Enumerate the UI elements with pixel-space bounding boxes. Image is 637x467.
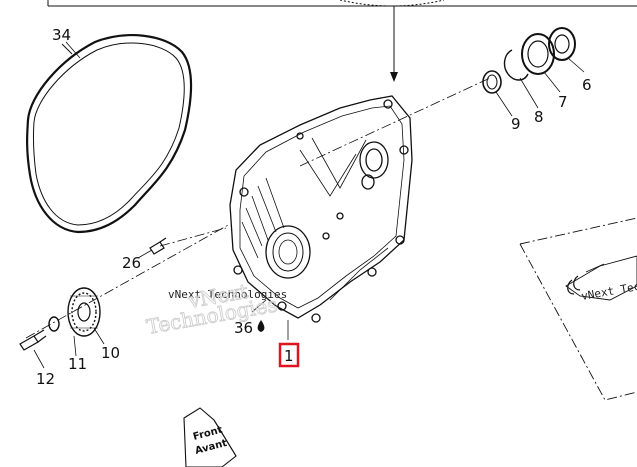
- callout-8: 8: [534, 108, 544, 126]
- seal-part-6: [548, 27, 576, 61]
- bolt-part-26: [149, 237, 167, 255]
- gear-part-10: [67, 287, 101, 337]
- callout-12: 12: [36, 370, 55, 388]
- bolt-part-12: [19, 329, 47, 351]
- callout-11: 11: [68, 355, 87, 373]
- detail-view-right: [519, 217, 637, 401]
- sealant-drop-part-36: [257, 320, 265, 332]
- callout-1: 1: [284, 347, 294, 365]
- view-arrow: [390, 6, 398, 82]
- assembly-axis-lines: [25, 77, 491, 339]
- callout-9: 9: [511, 115, 521, 133]
- direction-tag: Front Avant: [183, 407, 237, 467]
- snap-ring-part-8: [503, 49, 529, 81]
- callout-7: 7: [558, 93, 568, 111]
- watermark: vNext Technologies vNext Technologies vN…: [144, 269, 637, 339]
- callout-34: 34: [52, 26, 71, 44]
- callout-6: 6: [582, 76, 592, 94]
- watermark-text-right: vNext Technologies: [580, 269, 637, 303]
- watermark-text-small: vNext Technologies: [168, 288, 287, 301]
- bearing-stack: [482, 27, 576, 94]
- bearing-part-7: [521, 33, 555, 75]
- cover-part-1: [229, 95, 413, 323]
- callout-10: 10: [101, 344, 120, 362]
- callout-numbers: 34 6 7 8 9 26 36 10 11 12 1: [36, 26, 592, 388]
- washer-part-11: [48, 316, 60, 332]
- gasket-part-34: [26, 34, 193, 234]
- callout-1-highlight: [278, 342, 300, 368]
- callout-26: 26: [122, 254, 141, 272]
- spacer-part-9: [482, 70, 502, 94]
- top-frame: [47, 0, 637, 7]
- callout-36: 36: [234, 319, 253, 337]
- leader-lines: [33, 41, 585, 369]
